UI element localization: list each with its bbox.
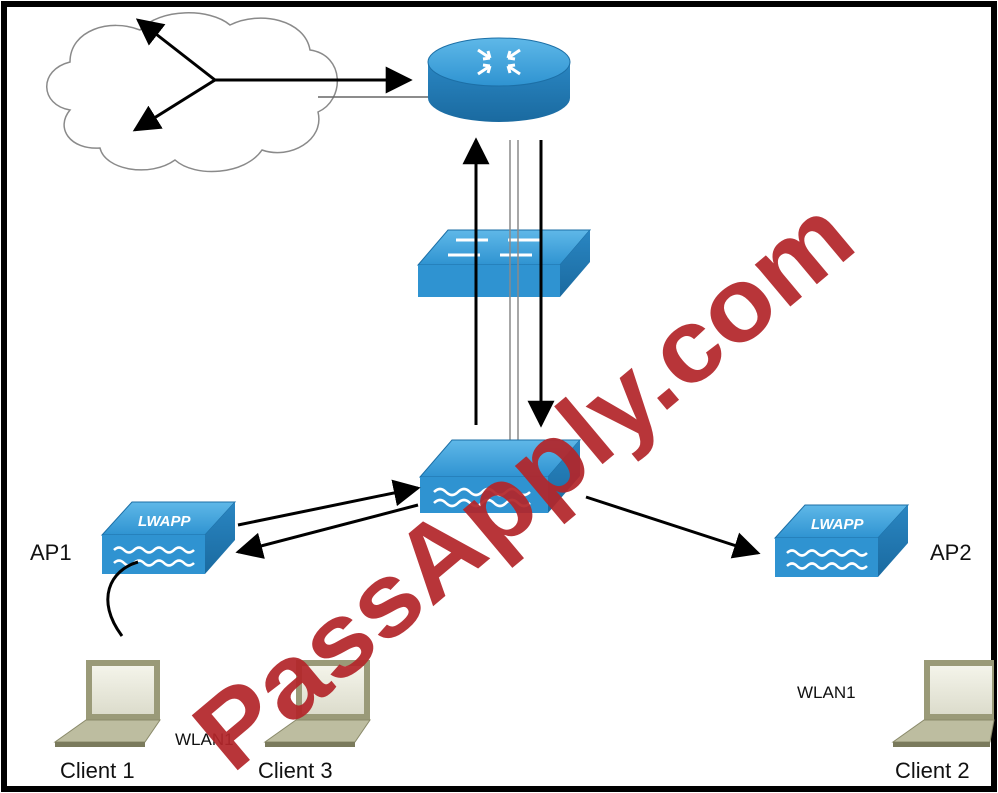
uplink-lines xyxy=(462,137,555,440)
client3-label: Client 3 xyxy=(258,758,333,783)
router-icon xyxy=(427,37,571,122)
ap1-icon: LWAPP xyxy=(100,501,237,574)
ap-links xyxy=(106,479,761,637)
wireless-controller-icon xyxy=(418,439,582,513)
ap2-badge: LWAPP xyxy=(811,516,865,533)
ap1-label: AP1 xyxy=(30,540,72,565)
client2-laptop-icon xyxy=(891,660,995,747)
client3-laptop-icon xyxy=(263,660,371,747)
cloud-routes xyxy=(132,18,413,132)
network-cloud xyxy=(46,12,339,173)
client2-label: Client 2 xyxy=(895,758,970,783)
ap2-icon: LWAPP xyxy=(773,504,910,577)
ap2-label: AP2 xyxy=(930,540,972,565)
switch-icon xyxy=(416,229,592,297)
ap1-badge: LWAPP xyxy=(138,513,192,530)
wlan-label-left: WLAN1 xyxy=(175,730,234,749)
client1-label: Client 1 xyxy=(60,758,135,783)
wlan-label-right: WLAN1 xyxy=(797,683,856,702)
client1-laptop-icon xyxy=(53,660,161,747)
